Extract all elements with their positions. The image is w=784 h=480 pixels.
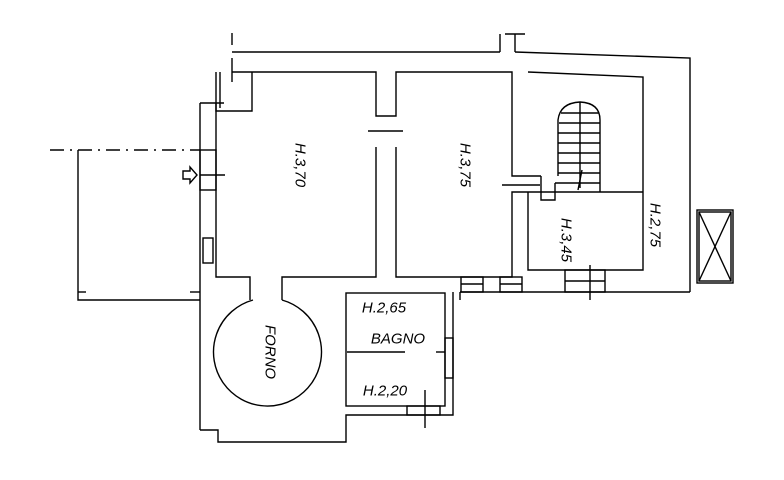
bagno-label: BAGNO — [370, 330, 426, 348]
forno-label: FORNO — [261, 324, 279, 380]
stair-room-height: H.3,45 — [557, 217, 575, 263]
back-room-height: H.2,75 — [646, 202, 664, 248]
room-2-height: H.3,75 — [456, 142, 474, 188]
bagno-height-2: H.2,20 — [362, 382, 408, 400]
walls — [50, 33, 734, 443]
room-1-height: H.3,70 — [291, 142, 309, 188]
entrance-arrow-icon — [182, 165, 198, 185]
bagno-height: H.2,65 — [361, 299, 407, 317]
